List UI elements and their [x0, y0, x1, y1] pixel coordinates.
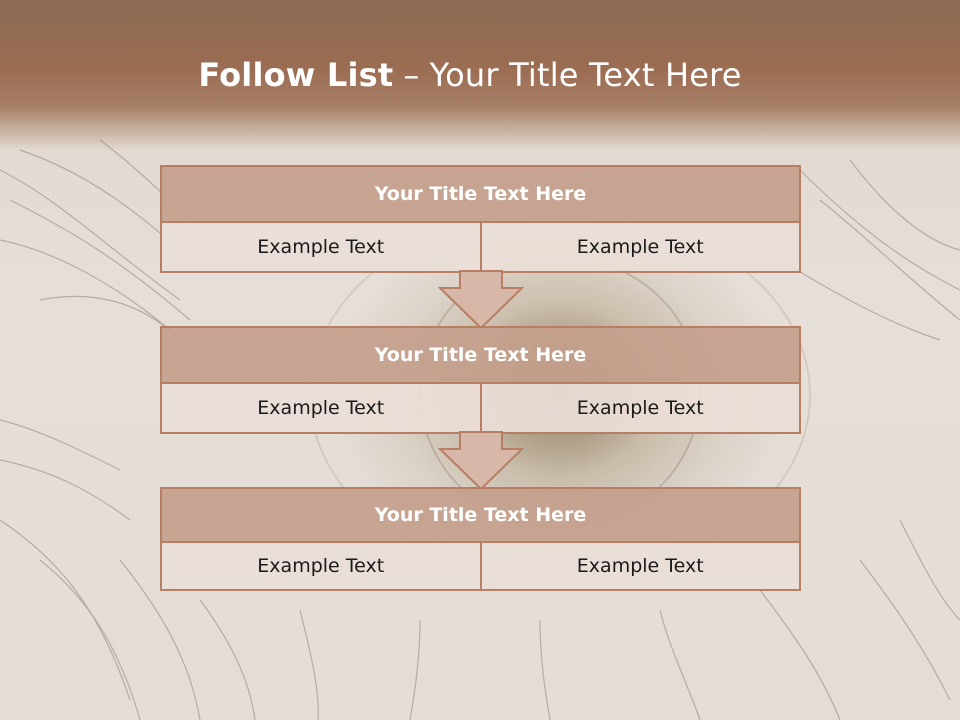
- block-cell-left: Example Text: [162, 223, 480, 271]
- block-title: Your Title Text Here: [160, 165, 801, 223]
- list-block-1: Your Title Text Here Example Text Exampl…: [160, 165, 801, 273]
- block-row: Example Text Example Text: [160, 543, 801, 591]
- block-cell-right: Example Text: [479, 384, 799, 432]
- list-block-2: Your Title Text Here Example Text Exampl…: [160, 326, 801, 434]
- block-cell-left: Example Text: [162, 543, 480, 589]
- block-title: Your Title Text Here: [160, 326, 801, 384]
- down-arrow-icon: [438, 270, 524, 330]
- block-row: Example Text Example Text: [160, 223, 801, 273]
- slide-title-strong: Follow List: [198, 56, 394, 94]
- block-cell-right: Example Text: [479, 543, 799, 589]
- block-title: Your Title Text Here: [160, 487, 801, 543]
- list-block-3: Your Title Text Here Example Text Exampl…: [160, 487, 801, 591]
- slide-title: Follow List–Your Title Text Here: [0, 56, 940, 94]
- down-arrow-icon: [438, 431, 524, 491]
- block-cell-left: Example Text: [162, 384, 480, 432]
- slide-title-separator: –: [403, 56, 420, 94]
- slide-title-rest: Your Title Text Here: [429, 56, 742, 94]
- header-band: [0, 0, 960, 150]
- block-row: Example Text Example Text: [160, 384, 801, 434]
- block-cell-right: Example Text: [479, 223, 799, 271]
